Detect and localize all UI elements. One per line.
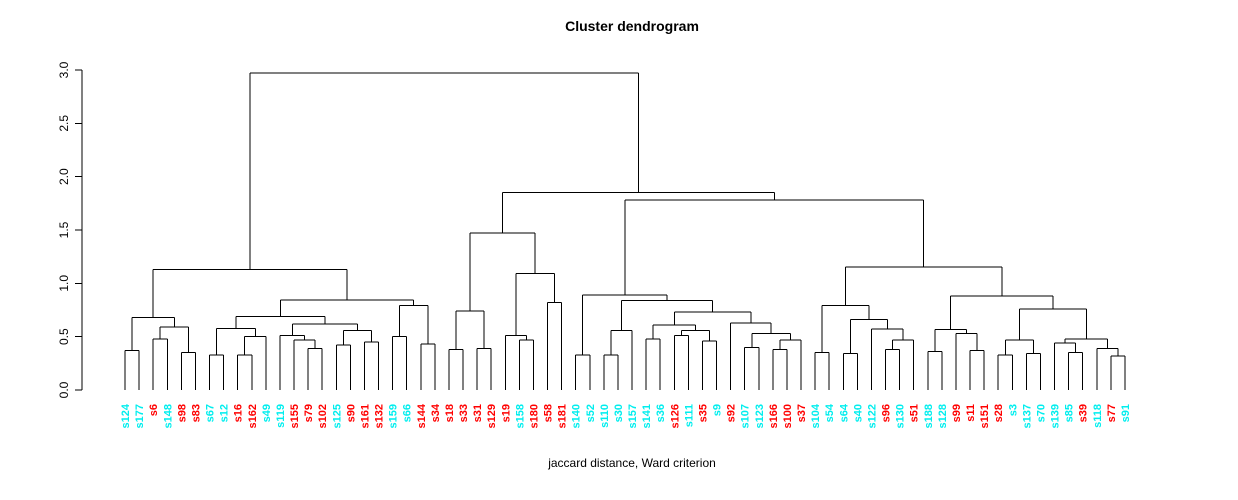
leaf-label: s104 xyxy=(810,403,822,428)
leaf-label: s177 xyxy=(134,404,146,428)
y-axis-tick-label: 1.5 xyxy=(57,221,71,238)
leaf-label: s99 xyxy=(951,404,963,422)
chart-title: Cluster dendrogram xyxy=(565,18,699,34)
leaf-label: s151 xyxy=(979,404,991,428)
leaf-label: s141 xyxy=(641,404,653,428)
y-axis-tick-label: 2.0 xyxy=(57,168,71,185)
leaf-label: s6 xyxy=(148,404,160,416)
leaf-label: s19 xyxy=(500,404,512,422)
leaf-label: s51 xyxy=(909,404,921,422)
x-axis-label: jaccard distance, Ward criterion xyxy=(548,456,716,470)
leaf-label: s11 xyxy=(965,404,977,422)
leaf-label: s140 xyxy=(571,404,583,428)
leaf-label: s3 xyxy=(1007,404,1019,416)
leaf-label: s126 xyxy=(669,404,681,428)
leaf-label: s39 xyxy=(1078,404,1090,422)
leaf-label: s98 xyxy=(176,404,188,422)
leaf-label: s67 xyxy=(205,404,217,422)
leaf-label: s130 xyxy=(895,404,907,428)
leaf-label: s96 xyxy=(881,404,893,422)
leaf-label: s132 xyxy=(374,404,386,428)
leaf-label: s155 xyxy=(289,404,301,428)
y-axis-tick-label: 0.5 xyxy=(57,328,71,345)
leaf-label: s92 xyxy=(726,404,738,422)
leaf-label: s31 xyxy=(472,404,484,422)
leaf-label: s90 xyxy=(345,404,357,422)
leaf-label: s110 xyxy=(599,404,611,428)
y-axis-tick-label: 3.0 xyxy=(57,61,71,78)
leaf-label: s159 xyxy=(388,404,400,428)
leaf-label: s30 xyxy=(613,404,625,422)
leaf-label: s137 xyxy=(1021,404,1033,428)
leaf-label: s124 xyxy=(120,403,132,428)
leaf-label: s18 xyxy=(444,404,456,422)
leaf-label: s54 xyxy=(824,403,836,422)
leaf-label: s58 xyxy=(543,404,555,422)
leaf-label: s118 xyxy=(1092,404,1104,428)
leaf-label: s162 xyxy=(247,404,259,428)
leaf-label: s122 xyxy=(866,404,878,428)
leaf-label: s66 xyxy=(402,404,414,422)
leaf-label: s64 xyxy=(838,403,850,422)
leaf-label: s181 xyxy=(557,404,569,428)
leaf-label: s28 xyxy=(993,404,1005,422)
leaf-label: s91 xyxy=(1120,404,1132,422)
leaf-label: s188 xyxy=(923,404,935,428)
leaf-label: s79 xyxy=(303,404,315,422)
y-axis-tick-label: 2.5 xyxy=(57,115,71,132)
leaf-label: s77 xyxy=(1106,404,1118,422)
leaf-label: s148 xyxy=(162,404,174,428)
leaf-label: s166 xyxy=(768,404,780,428)
y-axis-tick-label: 0.0 xyxy=(57,381,71,398)
leaf-label: s119 xyxy=(275,404,287,428)
leaf-label: s125 xyxy=(331,404,343,428)
leaf-label: s107 xyxy=(740,404,752,428)
leaf-label: s144 xyxy=(416,403,428,428)
leaf-label: s37 xyxy=(796,404,808,422)
leaf-label: s128 xyxy=(937,404,949,428)
leaf-label: s12 xyxy=(219,404,231,422)
leaf-label: s100 xyxy=(782,404,794,428)
leaf-label: s16 xyxy=(233,404,245,422)
leaf-label: s9 xyxy=(712,404,724,416)
leaf-label: s157 xyxy=(627,404,639,428)
leaf-label: s52 xyxy=(585,404,597,422)
leaf-label: s70 xyxy=(1035,404,1047,422)
leaf-label: s34 xyxy=(430,403,442,422)
leaf-label: s129 xyxy=(486,404,498,428)
leaf-label: s36 xyxy=(655,404,667,422)
leaf-label: s49 xyxy=(261,404,273,422)
leaf-label: s40 xyxy=(852,404,864,422)
leaf-label: s139 xyxy=(1050,404,1062,428)
leaf-label: s83 xyxy=(190,404,202,422)
leaf-label: s158 xyxy=(514,404,526,428)
leaf-label: s35 xyxy=(697,404,709,422)
leaf-label: s123 xyxy=(754,404,766,428)
leaf-label: s111 xyxy=(683,404,695,427)
leaf-label: s161 xyxy=(359,404,371,428)
leaf-label: s85 xyxy=(1064,404,1076,422)
leaf-label: s33 xyxy=(458,404,470,422)
leaf-label: s180 xyxy=(528,404,540,428)
y-axis-tick-label: 1.0 xyxy=(57,275,71,292)
leaf-label: s102 xyxy=(317,404,329,428)
